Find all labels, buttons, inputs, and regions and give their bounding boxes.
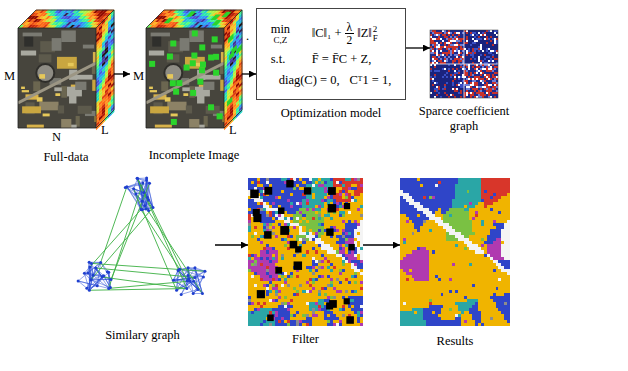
stage: Full-dataIncomplete ImageminC,Z‖C‖₁ +λ2‖… [0,0,628,371]
